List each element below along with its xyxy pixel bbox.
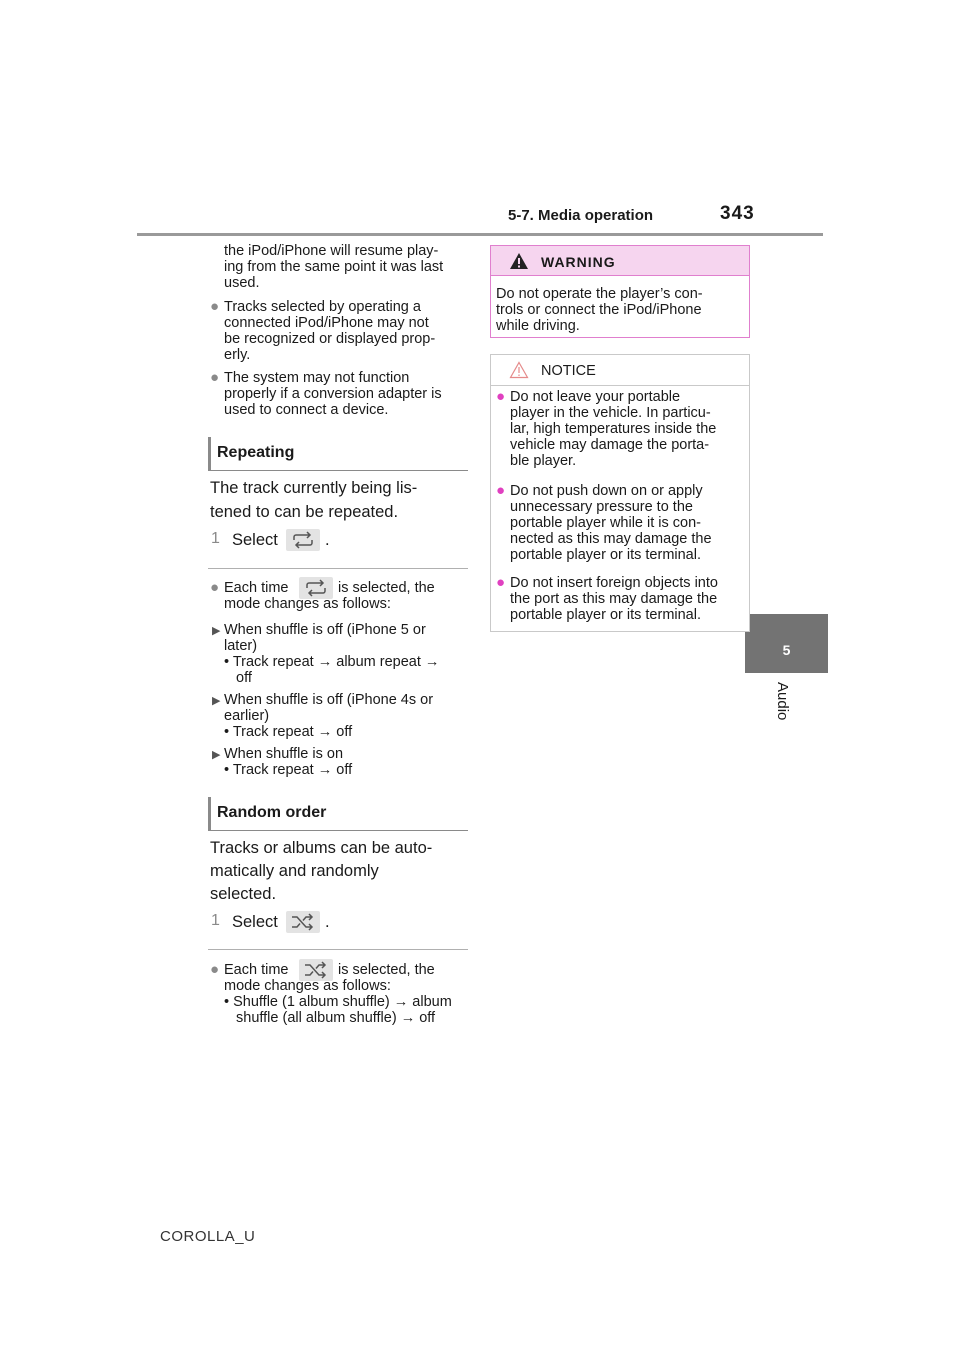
text-line: connected iPod/iPhone may not (224, 315, 429, 331)
step-suffix: . (325, 531, 330, 549)
case-result: • Track repeat → off (224, 762, 353, 778)
arrow-right-icon: ▶ (212, 695, 221, 707)
note-prefix: Each time (224, 962, 289, 978)
bullet-icon: ● (210, 369, 220, 386)
text-line: lar, high temperatures inside the (510, 421, 717, 437)
text-line: Tracks or albums can be auto- (210, 839, 433, 857)
bullet-icon: ● (496, 574, 506, 591)
case-item: When shuffle is on (224, 746, 344, 762)
text-line: When shuffle is off (iPhone 4s or (224, 692, 434, 708)
text-line: • Track repeat → album repeat → (224, 654, 440, 670)
arrow-right-icon: ▶ (212, 625, 221, 637)
section-rule (208, 830, 468, 831)
text-line: tened to can be repeated. (210, 503, 399, 521)
text-line: vehicle may damage the porta- (510, 437, 710, 453)
text-line: When shuffle is off (iPhone 5 or (224, 622, 426, 638)
text-line: ing from the same point it was last (224, 259, 444, 275)
warning-header: WARNING (491, 246, 749, 276)
chapter-number: 5 (782, 642, 791, 658)
notice-label: NOTICE (541, 363, 596, 379)
text-line: • Shuffle (1 album shuffle) → album (224, 994, 452, 1010)
text-line: the iPod/iPhone will resume play- (224, 243, 439, 259)
step-number: 1 (211, 912, 220, 929)
step-text: Select (232, 913, 278, 931)
text-line: nected as this may damage the (510, 531, 712, 547)
notice-triangle-icon (509, 361, 529, 379)
header-rule (137, 233, 823, 236)
text-line: Do not operate the player’s con- (496, 286, 703, 302)
bullet-icon: ● (210, 961, 220, 978)
arrow-right-icon: ▶ (212, 749, 221, 761)
section-rule (208, 470, 468, 471)
text-line: properly if a conversion adapter is (224, 386, 442, 402)
shuffle-icon (286, 911, 320, 933)
text-line: matically and randomly (210, 862, 379, 880)
page-number: 343 (720, 203, 755, 224)
section-heading-random-order: Random order (208, 797, 326, 830)
note-prefix: Each time (224, 580, 289, 596)
document-code: COROLLA_U (160, 1228, 256, 1245)
note-rule (208, 949, 468, 950)
section-heading-text: Random order (217, 804, 327, 821)
text-line: later) (224, 638, 258, 654)
note-suffix: is selected, the (338, 580, 435, 596)
repeat-icon (299, 577, 333, 599)
text-line: trols or connect the iPod/iPhone (496, 302, 702, 318)
section-heading-repeating: Repeating (208, 437, 294, 470)
section-heading-text: Repeating (217, 444, 295, 461)
chapter-label-text: Audio (774, 682, 791, 721)
case-result: • Track repeat → off (224, 724, 353, 740)
text-line: The system may not function (224, 370, 410, 386)
text-line: Do not insert foreign objects into (510, 575, 718, 591)
text-line: unnecessary pressure to the (510, 499, 693, 515)
section-title: 5-7. Media operation (508, 207, 654, 224)
text-line: portable player or its terminal. (510, 547, 701, 563)
step-number: 1 (211, 530, 220, 547)
step-suffix: . (325, 913, 330, 931)
text-line: portable player while it is con- (510, 515, 702, 531)
text-line: Do not push down on or apply (510, 483, 703, 499)
bullet-icon: ● (210, 579, 220, 596)
text-line: ble player. (510, 453, 577, 469)
bullet-icon: ● (496, 482, 506, 499)
shuffle-icon (299, 959, 333, 981)
repeat-icon (286, 529, 320, 551)
warning-triangle-icon (510, 253, 528, 269)
text-line: selected. (210, 885, 277, 903)
text-line: Tracks selected by operating a (224, 299, 421, 315)
chapter-tab: 5 (745, 614, 828, 673)
notice-header: NOTICE (491, 355, 749, 386)
text-line: The track currently being lis- (210, 479, 418, 497)
bullet-icon: ● (210, 298, 220, 315)
text-line: Do not leave your portable (510, 389, 681, 405)
step-text: Select (232, 531, 278, 549)
text-line: used to connect a device. (224, 402, 389, 418)
text-line: earlier) (224, 708, 270, 724)
notice-box: NOTICE ● Do not leave your portable play… (490, 354, 750, 632)
note-line: mode changes as follows: (224, 596, 391, 612)
text-line: off (236, 670, 252, 686)
text-line: shuffle (all album shuffle) → off (236, 1010, 436, 1026)
note-suffix: is selected, the (338, 962, 435, 978)
text-line: while driving. (496, 318, 580, 334)
warning-box: WARNING Do not operate the player’s con-… (490, 245, 750, 338)
bullet-icon: ● (496, 388, 506, 405)
chapter-label: Audio (771, 682, 791, 742)
note-rule (208, 568, 468, 569)
text-line: player in the vehicle. In particu- (510, 405, 711, 421)
text-line: used. (224, 275, 260, 291)
text-line: be recognized or displayed prop- (224, 331, 436, 347)
note-line: mode changes as follows: (224, 978, 391, 994)
warning-label: WARNING (541, 254, 616, 270)
text-line: erly. (224, 347, 251, 363)
text-line: portable player or its terminal. (510, 607, 701, 623)
text-line: the port as this may damage the (510, 591, 718, 607)
